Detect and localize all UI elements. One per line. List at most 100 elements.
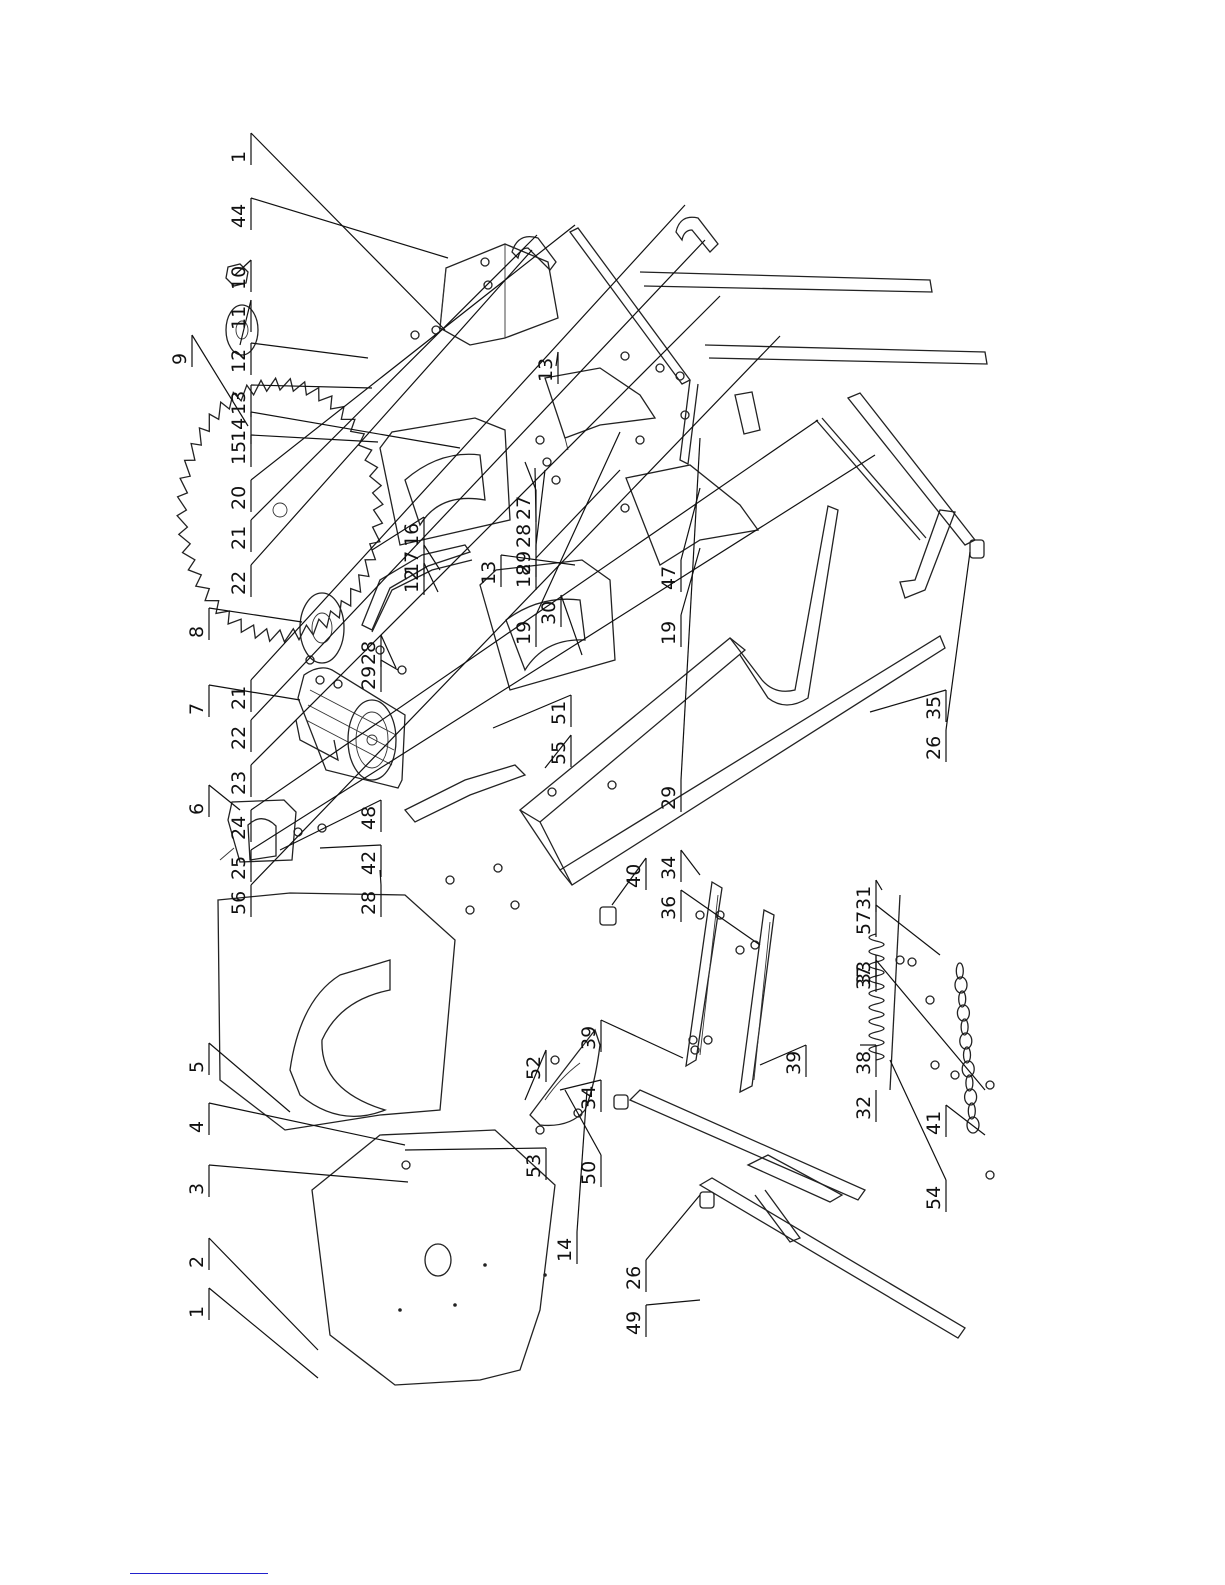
callout-pointer-c26a: [946, 552, 970, 730]
callout-number-c7: 7: [186, 703, 208, 715]
callout-pointer-c31: [876, 880, 882, 890]
side-guard-panel: [312, 1130, 555, 1385]
fastener-nut: [676, 372, 684, 380]
callout-pointer-c47: [681, 488, 700, 560]
callout-number-c50: 50: [578, 1161, 600, 1185]
fastener-nut: [931, 1061, 939, 1069]
callout-pointer-c22a: [251, 250, 532, 565]
callout-pointer-c3: [209, 1165, 408, 1182]
spring-rod: [890, 895, 900, 1090]
leader-lines: [192, 133, 985, 1378]
callout-number-c57: 57: [853, 911, 875, 935]
callout-number-c49: 49: [623, 1311, 645, 1335]
fastener-nut: [411, 331, 419, 339]
callout-number-c14a: 14: [228, 418, 250, 442]
callout-pointer-c21b: [251, 205, 685, 680]
upper-guard-panel: [218, 893, 455, 1130]
callout-pointer-c14a: [251, 412, 460, 448]
fastener-nut: [656, 364, 664, 372]
fastener-nut: [316, 676, 324, 684]
fastener-nut: [551, 1056, 559, 1064]
callout-pointer-c42: [320, 845, 381, 848]
callout-number-c51: 51: [548, 701, 570, 725]
fastener-nut: [466, 906, 474, 914]
fastener-nut: [696, 911, 704, 919]
callout-number-c30: 30: [538, 601, 560, 625]
callout-number-c28b: 28: [358, 641, 380, 665]
chain-link: [955, 977, 967, 993]
callout-number-c22a: 22: [228, 571, 250, 595]
callout-pointer-c57: [876, 905, 940, 955]
callout-number-c8: 8: [186, 626, 208, 638]
fastener-nut: [446, 876, 454, 884]
callout-pointer-c15: [251, 435, 378, 442]
fastener-nut: [294, 828, 302, 836]
fastener-nut: [552, 476, 560, 484]
callout-number-c3: 3: [186, 1183, 208, 1195]
fastener-nut: [736, 946, 744, 954]
callout-pointer-c8: [209, 608, 302, 622]
callout-pointer-c28a: [535, 468, 536, 518]
fastener-nut: [621, 352, 629, 360]
saw-blade: [177, 378, 383, 642]
callout-pointer-c30: [561, 595, 582, 655]
tension-spring: [869, 934, 884, 1060]
part-drawings: [177, 217, 994, 1385]
callout-pointer-c29b: [381, 660, 398, 670]
callout-number-c21a: 21: [228, 526, 250, 550]
callout-pointer-c23: [251, 296, 720, 765]
callout-number-c16: 16: [401, 523, 423, 547]
callout-number-c22b: 22: [228, 726, 250, 750]
fastener-nut: [951, 1071, 959, 1079]
callout-number-c28c: 28: [358, 891, 380, 915]
callout-pointer-c1b: [251, 133, 445, 330]
callout-number-c5: 5: [186, 1061, 208, 1073]
callout-number-c23: 23: [228, 771, 250, 795]
support-leg-frame: [630, 1090, 965, 1338]
callout-number-c35: 35: [923, 696, 945, 720]
callout-number-c29c: 29: [658, 786, 680, 810]
callout-number-c24: 24: [228, 816, 250, 840]
callout-number-c38: 38: [853, 1051, 875, 1075]
callout-number-c27: 27: [513, 496, 535, 520]
callout-number-c10: 10: [228, 266, 250, 290]
fastener-nut: [621, 504, 629, 512]
callout-number-c4: 4: [186, 1121, 208, 1133]
chain: [955, 963, 979, 1133]
callout-number-c26b: 26: [623, 1266, 645, 1290]
callout-number-c39b: 39: [783, 1051, 805, 1075]
fastener-nut: [908, 958, 916, 966]
fastener-nut: [494, 864, 502, 872]
fastener-nut: [543, 458, 551, 466]
callout-number-c40: 40: [623, 864, 645, 888]
callout-number-c55: 55: [548, 741, 570, 765]
fasteners: [294, 258, 994, 1179]
callout-number-c17: 17: [401, 551, 423, 575]
callout-pointer-c12a: [251, 343, 368, 358]
table-top: [440, 244, 558, 345]
extension-frame: [570, 228, 987, 464]
fastener-nut: [484, 281, 492, 289]
callout-number-c54: 54: [923, 1186, 945, 1210]
callout-number-c39a: 39: [578, 1026, 600, 1050]
callout-number-c52: 52: [523, 1056, 545, 1080]
fastener-nut: [398, 666, 406, 674]
callout-pointer-c49: [646, 1300, 700, 1305]
fastener-nut: [986, 1081, 994, 1089]
callout-number-c28a: 28: [513, 524, 535, 548]
fastener-nut: [926, 996, 934, 1004]
motor: [296, 668, 405, 788]
fastener-nut: [636, 436, 644, 444]
callout-number-c13b: 13: [478, 561, 500, 585]
callout-number-c21b: 21: [228, 686, 250, 710]
callout-number-c34b: 34: [578, 1086, 600, 1110]
callout-pointer-c44: [251, 198, 448, 258]
fastener-nut: [536, 436, 544, 444]
callout-number-c11: 11: [228, 306, 250, 330]
callout-pointer-c22b: [251, 240, 705, 720]
callout-number-c48: 48: [358, 806, 380, 830]
callout-number-c1a: 1: [186, 1306, 208, 1318]
callout-pointer-c12b: [424, 563, 438, 592]
